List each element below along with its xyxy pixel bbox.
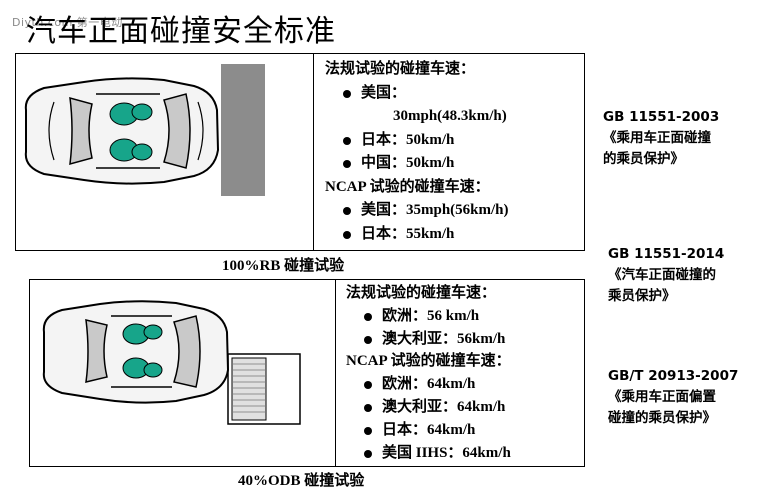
bullet-icon [364, 381, 372, 390]
panel-divider [313, 54, 314, 250]
spec-text: NCAP 试验的碰撞车速： [325, 178, 490, 195]
bullet-icon [364, 449, 372, 458]
panel-divider [335, 280, 336, 466]
spec-text: 30mph(48.3km/h) [393, 108, 507, 124]
standard-name-line: 碰撞的乘员保护》 [608, 410, 716, 426]
spec-heading: NCAP 试验的碰撞车速： [344, 350, 511, 373]
spec-text: 日本：64km/h [382, 421, 476, 438]
spec-item: 美国： [323, 82, 509, 106]
spec-item: 澳大利亚：56km/h [344, 328, 511, 351]
spec-text: 美国 IIHS：64km/h [382, 444, 511, 461]
spec-item: 欧洲：56 km/h [344, 305, 511, 328]
standard-name-line: 《汽车正面碰撞的 [608, 267, 716, 283]
spec-text: 日本：50km/h [361, 131, 455, 148]
spec-item: 日本：55km/h [323, 223, 509, 247]
spec-heading: 法规试验的碰撞车速： [323, 58, 509, 82]
car-top-view [42, 300, 230, 404]
standard-gbt-20913-2007: GB/T 20913-2007 《乘用车正面偏置 碰撞的乘员保护》 [608, 366, 738, 429]
standard-name-line: 《乘用车正面碰撞 [603, 130, 711, 146]
spec-item: 中国：50km/h [323, 152, 509, 176]
rb-speed-spec: 法规试验的碰撞车速： 美国： 30mph(48.3km/h) 日本：50km/h 中国：… [323, 58, 509, 246]
spec-text: 欧洲：56 km/h [382, 307, 480, 324]
bullet-icon [343, 89, 351, 98]
standard-gb-11551-2003: GB 11551-2003 《乘用车正面碰撞 的乘员保护》 [603, 107, 719, 170]
spec-text: 日本：55km/h [361, 225, 455, 242]
standard-name-line: 的乘员保护》 [603, 151, 684, 167]
deformable-barrier [227, 353, 301, 425]
spec-text: 法规试验的碰撞车速： [325, 61, 476, 77]
odb-test-caption: 40%ODB 碰撞试验 [238, 473, 365, 489]
standard-code: GB/T 20913-2007 [608, 368, 739, 384]
crash-test-dummies [109, 102, 153, 162]
car-top-view [24, 77, 220, 185]
standard-code: GB 11551-2003 [603, 109, 720, 125]
rigid-barrier [221, 64, 265, 196]
bullet-icon [364, 426, 372, 435]
standard-gb-11551-2014: GB 11551-2014 《汽车正面碰撞的 乘员保护》 [608, 244, 724, 307]
bullet-icon [343, 136, 351, 145]
page-title: 汽车正面碰撞安全标准 [26, 14, 336, 49]
spec-text: NCAP 试验的碰撞车速： [346, 353, 511, 370]
rb-test-caption: 100%RB 碰撞试验 [222, 258, 345, 274]
spec-text: 美国： [361, 84, 407, 101]
bullet-icon [343, 230, 351, 239]
bullet-icon [343, 207, 351, 215]
watermark: Diyth.com 第一电动 [12, 16, 123, 29]
bullet-icon [364, 335, 372, 344]
spec-item: 30mph(48.3km/h) [323, 105, 509, 129]
spec-item: 欧洲：64km/h [344, 373, 511, 396]
crash-test-dummies [122, 323, 163, 379]
spec-text: 美国：35mph(56km/h) [361, 202, 509, 218]
spec-item: 日本：64km/h [344, 419, 511, 442]
spec-text: 澳大利亚：56km/h [382, 330, 506, 347]
rb-test-illustration [24, 64, 265, 196]
spec-item: 日本：50km/h [323, 129, 509, 153]
spec-text: 欧洲：64km/h [382, 376, 476, 393]
bullet-icon [364, 312, 372, 321]
spec-heading: NCAP 试验的碰撞车速： [323, 176, 509, 200]
bullet-icon [343, 160, 351, 168]
spec-item: 澳大利亚：64km/h [344, 396, 511, 419]
odb-test-illustration [42, 300, 301, 425]
bullet-icon [364, 403, 372, 412]
spec-text: 澳大利亚：64km/h [382, 398, 506, 415]
spec-item: 美国 IIHS：64km/h [344, 442, 511, 465]
standard-code: GB 11551-2014 [608, 246, 725, 262]
standard-name-line: 乘员保护》 [608, 288, 676, 304]
spec-text: 中国：50km/h [361, 155, 455, 171]
spec-item: 美国：35mph(56km/h) [323, 199, 509, 223]
spec-heading: 法规试验的碰撞车速： [344, 282, 511, 305]
spec-text: 法规试验的碰撞车速： [346, 285, 497, 301]
standard-name-line: 《乘用车正面偏置 [608, 389, 716, 405]
